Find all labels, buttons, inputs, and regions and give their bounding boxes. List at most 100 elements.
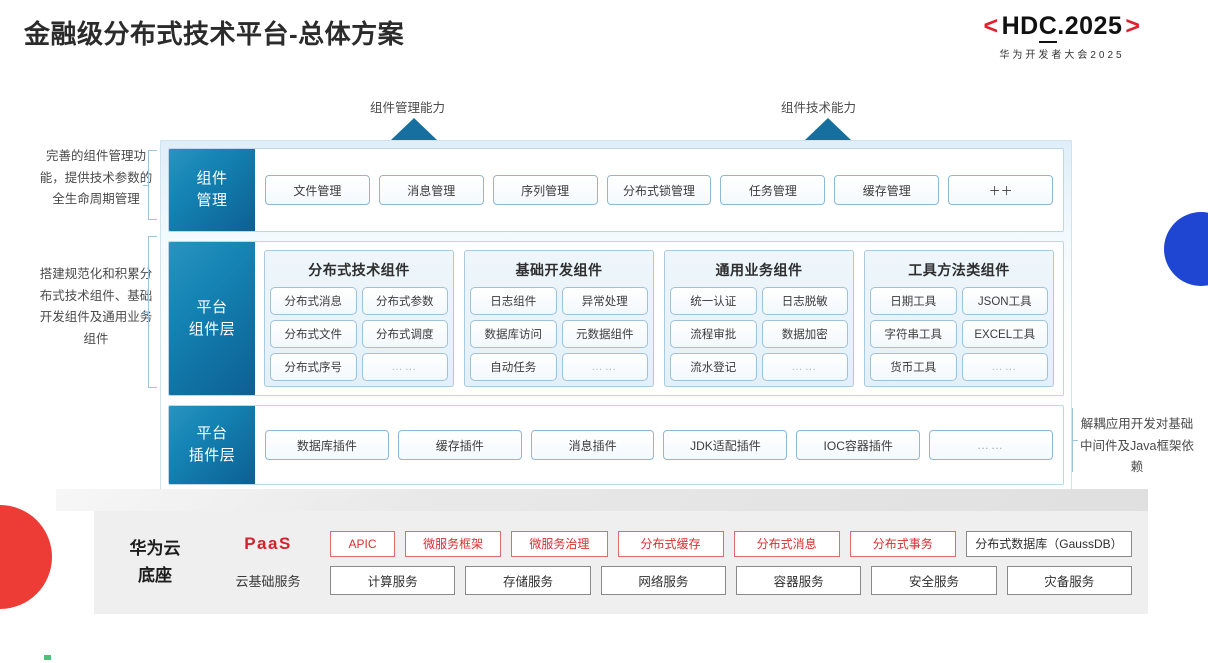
chip-distributed-lock-management[interactable]: 分布式锁管理 (606, 175, 712, 205)
cell-string-tool[interactable]: 字符串工具 (870, 320, 957, 348)
cloud-item-network[interactable]: 网络服务 (600, 565, 726, 595)
paas-item-microservice-governance[interactable]: 微服务治理 (511, 530, 608, 557)
cell-distributed-message[interactable]: 分布式消息 (270, 287, 357, 315)
cloud-services-tag: 云基础服务 (235, 573, 301, 589)
chip-task-management[interactable]: 任务管理 (720, 175, 826, 205)
layer-label-platform-plugins: 平台 插件层 (169, 406, 255, 484)
group-grid: 统一认证 日志脱敏 流程审批 数据加密 流水登记 …… (670, 287, 848, 381)
group-grid: 分布式消息 分布式参数 分布式文件 分布式调度 分布式序号 …… (270, 287, 448, 381)
hdc-logo-c: C (1038, 12, 1058, 43)
chip-add-more[interactable]: ＋＋ (948, 175, 1054, 205)
cell-date-tool[interactable]: 日期工具 (870, 287, 957, 315)
cell-auto-task[interactable]: 自动任务 (470, 353, 557, 381)
layer-platform-plugins: 平台 插件层 数据库插件 缓存插件 消息插件 JDK适配插件 IOC容器插件 …… (168, 405, 1064, 485)
chip-more-dots[interactable]: …… (929, 430, 1053, 460)
cell-process-approval[interactable]: 流程审批 (670, 320, 757, 348)
note-left-platform-components: 搭建规范化和积累分布式技术组件、基础开发组件及通用业务组件 (39, 267, 153, 346)
chip-cache-plugin[interactable]: 缓存插件 (397, 430, 522, 460)
paas-item-distributed-message[interactable]: 分布式消息 (733, 530, 840, 557)
layer-label-line2: 管理 (196, 192, 228, 209)
component-groups: 分布式技术组件 分布式消息 分布式参数 分布式文件 分布式调度 分布式序号 ……… (255, 242, 1063, 395)
chip-cache-management[interactable]: 缓存管理 (834, 175, 940, 205)
decorative-red-wedge (0, 505, 52, 609)
group-title: 分布式技术组件 (308, 262, 410, 278)
cell-distributed-params[interactable]: 分布式参数 (361, 287, 448, 315)
paas-item-distributed-cache[interactable]: 分布式缓存 (617, 530, 724, 557)
cell-distributed-file[interactable]: 分布式文件 (270, 320, 357, 348)
hdc-logo-subtitle: 华为开发者大会2025 (999, 50, 1125, 61)
layer-label-component-management: 组件 管理 (169, 149, 255, 231)
layer-component-management: 组件 管理 文件管理 消息管理 序列管理 分布式锁管理 任务管理 缓存管理 ＋＋ (168, 148, 1064, 232)
cell-distributed-sequence[interactable]: 分布式序号 (270, 353, 357, 381)
arrow-label-component-technology: 组件技术能力 (781, 101, 857, 115)
huawei-cloud-base: 华为云 底座 PaaS APIC 微服务框架 微服务治理 分布式缓存 分布式消息… (56, 489, 1148, 614)
chip-message-plugin[interactable]: 消息插件 (530, 430, 655, 460)
cell-currency-tool[interactable]: 货币工具 (870, 353, 957, 381)
decorative-green-mark (44, 655, 51, 660)
group-grid: 日志组件 异常处理 数据库访问 元数据组件 自动任务 …… (470, 287, 648, 381)
chip-database-plugin[interactable]: 数据库插件 (265, 430, 389, 460)
cell-metadata-component[interactable]: 元数据组件 (561, 320, 648, 348)
cell-distributed-scheduling[interactable]: 分布式调度 (361, 320, 448, 348)
base-title: 华为云 底座 (94, 536, 216, 589)
paas-item-apic[interactable]: APIC (330, 530, 395, 557)
base-rows: PaaS APIC 微服务框架 微服务治理 分布式缓存 分布式消息 分布式事务 … (216, 530, 1148, 595)
group-title: 工具方法类组件 (908, 262, 1010, 278)
base-row-cloud-services: 云基础服务 计算服务 存储服务 网络服务 容器服务 安全服务 灾备服务 (216, 565, 1132, 595)
chip-file-management[interactable]: 文件管理 (265, 175, 370, 205)
bracket-left-mid (143, 236, 157, 388)
base-title-line1: 华为云 (129, 539, 181, 559)
cloud-item-storage[interactable]: 存储服务 (465, 565, 591, 595)
cloud-item-container[interactable]: 容器服务 (735, 565, 862, 595)
paas-tag: PaaS (244, 533, 292, 553)
cell-more-dots[interactable]: …… (761, 353, 848, 381)
layer-body-platform-plugins: 数据库插件 缓存插件 消息插件 JDK适配插件 IOC容器插件 …… (255, 406, 1063, 484)
cloud-item-disaster-recovery[interactable]: 灾备服务 (1006, 565, 1132, 595)
cell-transaction-register[interactable]: 流水登记 (670, 353, 757, 381)
group-title: 基础开发组件 (515, 262, 603, 278)
chip-jdk-adapter-plugin[interactable]: JDK适配插件 (663, 430, 788, 460)
arrow-label-component-management: 组件管理能力 (370, 101, 446, 115)
hdc-logo-hd: HD (1001, 12, 1039, 40)
decorative-blue-circle (1164, 212, 1208, 286)
group-distributed-tech: 分布式技术组件 分布式消息 分布式参数 分布式文件 分布式调度 分布式序号 …… (264, 250, 454, 387)
page-title: 金融级分布式技术平台-总体方案 (24, 19, 405, 49)
group-common-business: 通用业务组件 统一认证 日志脱敏 流程审批 数据加密 流水登记 …… (664, 250, 854, 387)
cell-excel-tool[interactable]: EXCEL工具 (961, 320, 1048, 348)
chip-ioc-container-plugin[interactable]: IOC容器插件 (796, 430, 921, 460)
hdc-logo-year: .2025 (1057, 12, 1123, 40)
cell-log-component[interactable]: 日志组件 (470, 287, 557, 315)
group-title: 通用业务组件 (715, 262, 803, 278)
layer-label-line2: 插件层 (188, 447, 236, 464)
layer-label-line1: 平台 (196, 298, 228, 316)
layer-label-line1: 平台 (196, 425, 228, 443)
note-left-component-management: 完善的组件管理功能，提供技术参数的全生命周期管理 (39, 149, 153, 206)
cell-more-dots[interactable]: …… (961, 353, 1048, 381)
layer-platform-components: 平台 组件层 分布式技术组件 分布式消息 分布式参数 分布式文件 分布式调度 分… (168, 241, 1064, 396)
cell-data-encryption[interactable]: 数据加密 (761, 320, 848, 348)
cell-exception-handling[interactable]: 异常处理 (561, 287, 648, 315)
chip-message-management[interactable]: 消息管理 (378, 175, 484, 205)
hdc-logo-main: <HDC.2025> (932, 12, 1192, 43)
group-tool-methods: 工具方法类组件 日期工具 JSON工具 字符串工具 EXCEL工具 货币工具 …… (864, 250, 1054, 387)
chip-sequence-management[interactable]: 序列管理 (492, 175, 598, 205)
paas-item-distributed-transaction[interactable]: 分布式事务 (849, 530, 956, 557)
bracket-left-top (143, 150, 157, 220)
cell-database-access[interactable]: 数据库访问 (470, 320, 557, 348)
paas-item-distributed-database-gaussdb[interactable]: 分布式数据库（GaussDB） (965, 530, 1133, 557)
angle-bracket-left-icon: < (983, 12, 999, 40)
cell-unified-auth[interactable]: 统一认证 (670, 287, 757, 315)
cell-more-dots[interactable]: …… (561, 353, 648, 381)
cloud-item-compute[interactable]: 计算服务 (330, 565, 456, 595)
layer-label-line2: 组件层 (188, 320, 236, 338)
layer-label-platform-components: 平台 组件层 (169, 242, 255, 395)
paas-item-microservice-framework[interactable]: 微服务框架 (405, 530, 502, 557)
layer-body-component-management: 文件管理 消息管理 序列管理 分布式锁管理 任务管理 缓存管理 ＋＋ (255, 149, 1063, 231)
cell-more-dots[interactable]: …… (361, 353, 448, 381)
base-row-paas: PaaS APIC 微服务框架 微服务治理 分布式缓存 分布式消息 分布式事务 … (216, 530, 1133, 557)
angle-bracket-right-icon: > (1125, 12, 1141, 40)
group-basic-dev: 基础开发组件 日志组件 异常处理 数据库访问 元数据组件 自动任务 …… (464, 250, 654, 387)
cell-log-masking[interactable]: 日志脱敏 (761, 287, 848, 315)
cloud-item-security[interactable]: 安全服务 (871, 565, 997, 595)
cell-json-tool[interactable]: JSON工具 (961, 287, 1048, 315)
